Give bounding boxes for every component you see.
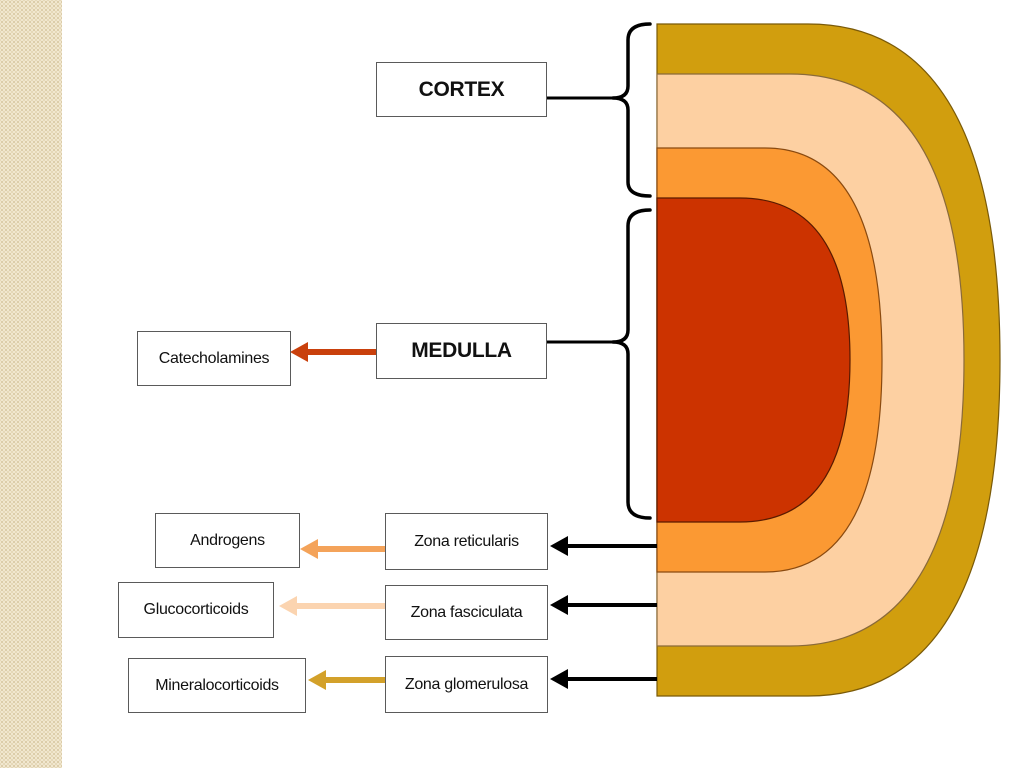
zona-reticularis-label: Zona reticularis	[385, 513, 548, 570]
medulla-label: MEDULLA	[376, 323, 547, 379]
zona-fasciculata-label: Zona fasciculata	[385, 585, 548, 640]
mineralocorticoids-arrowhead	[308, 670, 326, 690]
medulla-layer	[656, 197, 851, 523]
androgens-label: Androgens	[155, 513, 300, 568]
glomerulosa-pointer-arrowhead	[550, 669, 568, 689]
medulla-brace	[611, 208, 652, 520]
catecholamines-label: Catecholamines	[137, 331, 291, 386]
cortex-brace	[611, 22, 652, 198]
mineralocorticoids-label: Mineralocorticoids	[128, 658, 306, 713]
reticularis-pointer-arrowhead	[550, 536, 568, 556]
decorative-side-strip	[0, 0, 62, 768]
glucocorticoids-label: Glucocorticoids	[118, 582, 274, 638]
androgens-arrowhead	[300, 539, 318, 559]
cortex-label: CORTEX	[376, 62, 547, 117]
catecholamines-arrowhead	[290, 342, 308, 362]
zona-glomerulosa-label: Zona glomerulosa	[385, 656, 548, 713]
fasciculata-pointer-arrowhead	[550, 595, 568, 615]
glucocorticoids-arrowhead	[279, 596, 297, 616]
